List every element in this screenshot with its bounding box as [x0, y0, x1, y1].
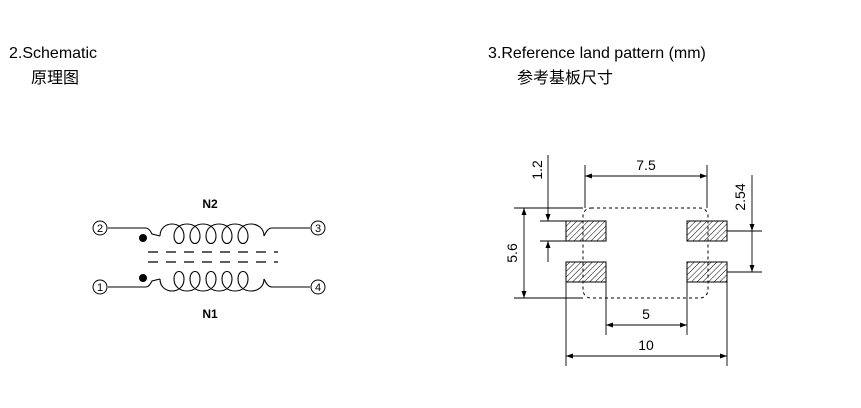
- land-pattern-subtitle: 参考基板尺寸: [517, 70, 614, 87]
- dim-height: 5.6: [504, 243, 520, 263]
- pin-1-label: 1: [97, 282, 103, 294]
- pad-bottom-left: [565, 261, 607, 283]
- dim-width-top: 7.5: [636, 157, 656, 173]
- schematic-diagram: [108, 223, 310, 292]
- pad-bottom-right: [686, 261, 728, 283]
- coil-n1-label: N1: [202, 307, 218, 321]
- dim-overall: 10: [638, 337, 654, 353]
- polarity-dot-top: [139, 234, 147, 242]
- land-pattern-title: 3.Reference land pattern (mm): [488, 45, 706, 62]
- pin-4-label: 4: [315, 282, 321, 294]
- pin-3-circle: [310, 220, 326, 236]
- dim-pitch: 2.54: [732, 183, 748, 210]
- schematic-subtitle: 原理图: [31, 70, 80, 87]
- core-lines: [148, 251, 278, 263]
- polarity-dot-bottom: [139, 274, 147, 282]
- pin-1-circle: [92, 279, 108, 295]
- schematic-title: 2.Schematic: [9, 45, 98, 62]
- dim-inner-gap: 5: [642, 306, 650, 322]
- dim-pad-height: 1.2: [529, 160, 545, 180]
- pad-top-right: [686, 220, 728, 242]
- component-outline: [582, 207, 709, 299]
- coil-n1: [108, 270, 310, 292]
- pin-3-label: 3: [315, 223, 321, 235]
- coil-n2: [108, 223, 310, 245]
- coil-n2-label: N2: [202, 197, 218, 211]
- pin-2-circle: [92, 220, 108, 236]
- pin-2-label: 2: [97, 223, 103, 235]
- land-pattern-diagram: 7.5 5 10 1.2 5.6 2.54: [504, 155, 762, 366]
- pad-top-left: [565, 220, 607, 242]
- pin-4-circle: [310, 279, 326, 295]
